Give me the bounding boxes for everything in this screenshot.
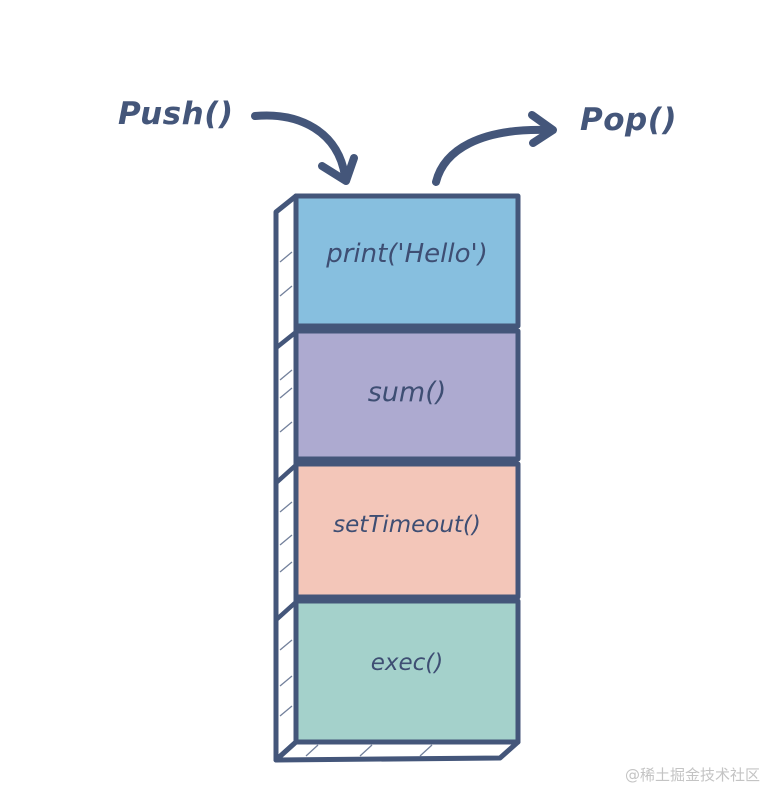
pop-arrow-icon	[432, 111, 557, 186]
stack-frames	[293, 193, 521, 745]
watermark: @稀土掘金技术社区	[624, 766, 760, 784]
stack-frame-exec	[293, 598, 521, 745]
stack-frame-label-settimeout: setTimeout()	[333, 512, 481, 538]
stack-bottom-face	[273, 739, 521, 763]
stack-frame-settimeout	[293, 461, 521, 600]
pop-label: Pop()	[580, 102, 678, 138]
push-arrow-icon	[251, 111, 358, 185]
push-label: Push()	[118, 96, 234, 132]
stack-frame-label-print: print('Hello')	[326, 239, 488, 269]
stack-frame-print	[293, 193, 521, 329]
stack-depth-side	[273, 193, 299, 763]
stack-frame-label-sum: sum()	[367, 377, 447, 408]
stack-frame-label-exec: exec()	[370, 650, 444, 676]
stack-frame-sum	[293, 328, 521, 462]
